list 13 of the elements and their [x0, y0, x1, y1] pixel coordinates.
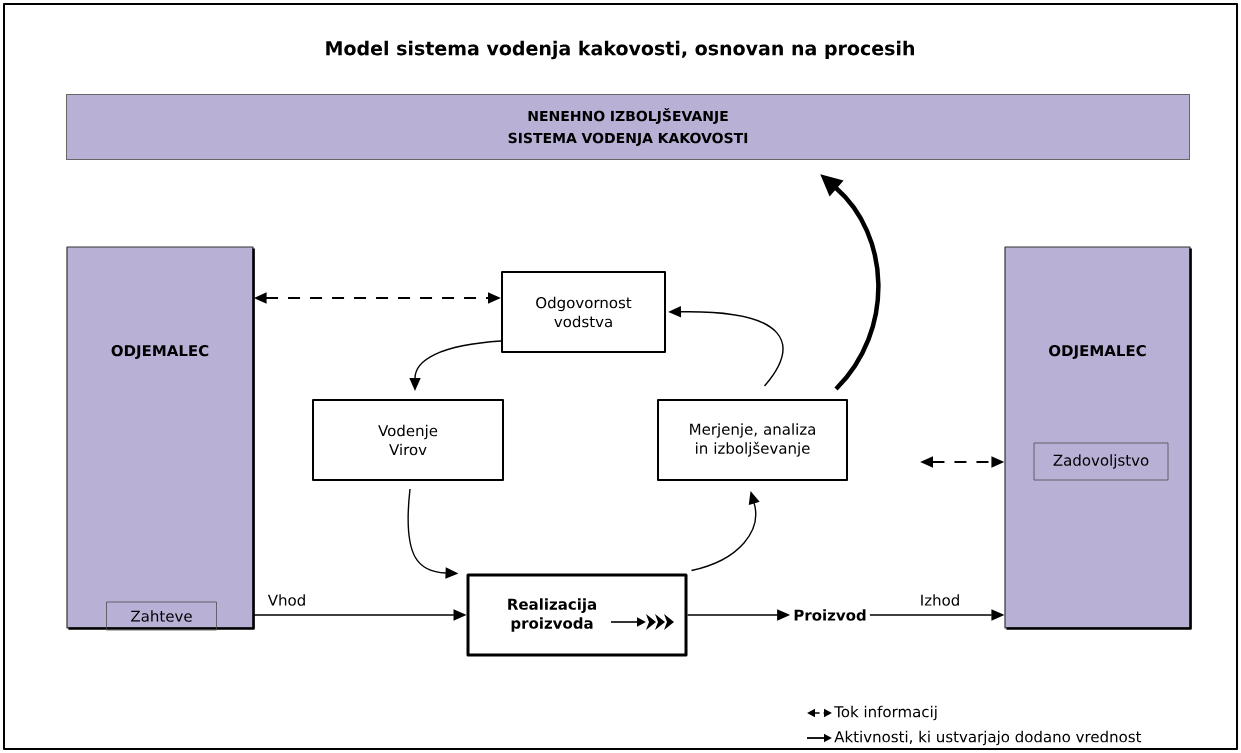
output-label: Proizvod	[794, 609, 866, 621]
title: Model sistema vodenja kakovosti, osnovan na procesih	[326, 40, 914, 60]
process-box: Merjenje, analiza in izboljševanje	[657, 399, 848, 481]
legend-text: Aktivnosti, ki ustvarjajo dodano vrednost	[834, 730, 1142, 746]
banner: NENEHNO IZBOLJŠEVANJE SISTEMA VODENJA KAKOVOSTI	[66, 94, 1190, 160]
legend-text: Tok informacij	[834, 705, 937, 721]
process-box: Realizacija proizvoda	[466, 573, 688, 657]
process-box: Odgovornost vodstva	[501, 271, 666, 353]
process-box: Vodenje Virov	[312, 399, 504, 481]
label-box: Zadovoljstvo	[1033, 442, 1169, 481]
edge-label: Izhod	[918, 593, 962, 607]
label-box: Zahteve	[106, 601, 217, 631]
edge-label: Vhod	[266, 593, 308, 607]
